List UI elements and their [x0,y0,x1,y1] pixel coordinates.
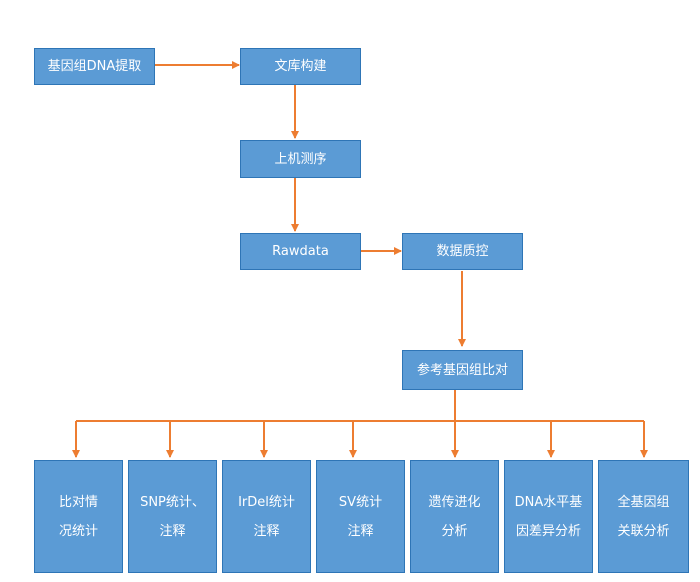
node-label: 上机测序 [274,151,327,167]
leaf-label: DNA水平基 因差异分析 [514,494,583,539]
leaf-label: 全基因组 关联分析 [617,494,670,539]
node-label: Rawdata [272,244,329,259]
node-dna-extraction: 基因组DNA提取 [34,48,155,85]
leaf-label: IrDel统计 注释 [238,494,295,539]
leaf-indel-stats: IrDel统计 注释 [222,460,311,573]
node-data-qc: 数据质控 [402,233,523,270]
node-rawdata: Rawdata [240,233,361,270]
leaf-snp-stats: SNP统计、 注释 [128,460,217,573]
leaf-label: SV统计 注释 [338,494,383,539]
node-library-construction: 文库构建 [240,48,361,85]
leaf-label: 比对情 况统计 [58,494,98,539]
node-label: 基因组DNA提取 [47,59,142,74]
leaf-dna-diff-analysis: DNA水平基 因差异分析 [504,460,593,573]
leaf-gwas-analysis: 全基因组 关联分析 [598,460,689,573]
leaf-evolution-analysis: 遗传进化 分析 [410,460,499,573]
node-sequencing: 上机测序 [240,140,361,178]
leaf-alignment-stats: 比对情 况统计 [34,460,123,573]
leaf-label: 遗传进化 分析 [428,494,481,539]
leaf-sv-stats: SV统计 注释 [316,460,405,573]
node-label: 文库构建 [274,59,327,74]
leaf-label: SNP统计、 注释 [140,494,205,539]
node-label: 参考基因组比对 [416,362,508,378]
node-label: 数据质控 [436,244,489,259]
node-reference-alignment: 参考基因组比对 [402,350,523,390]
